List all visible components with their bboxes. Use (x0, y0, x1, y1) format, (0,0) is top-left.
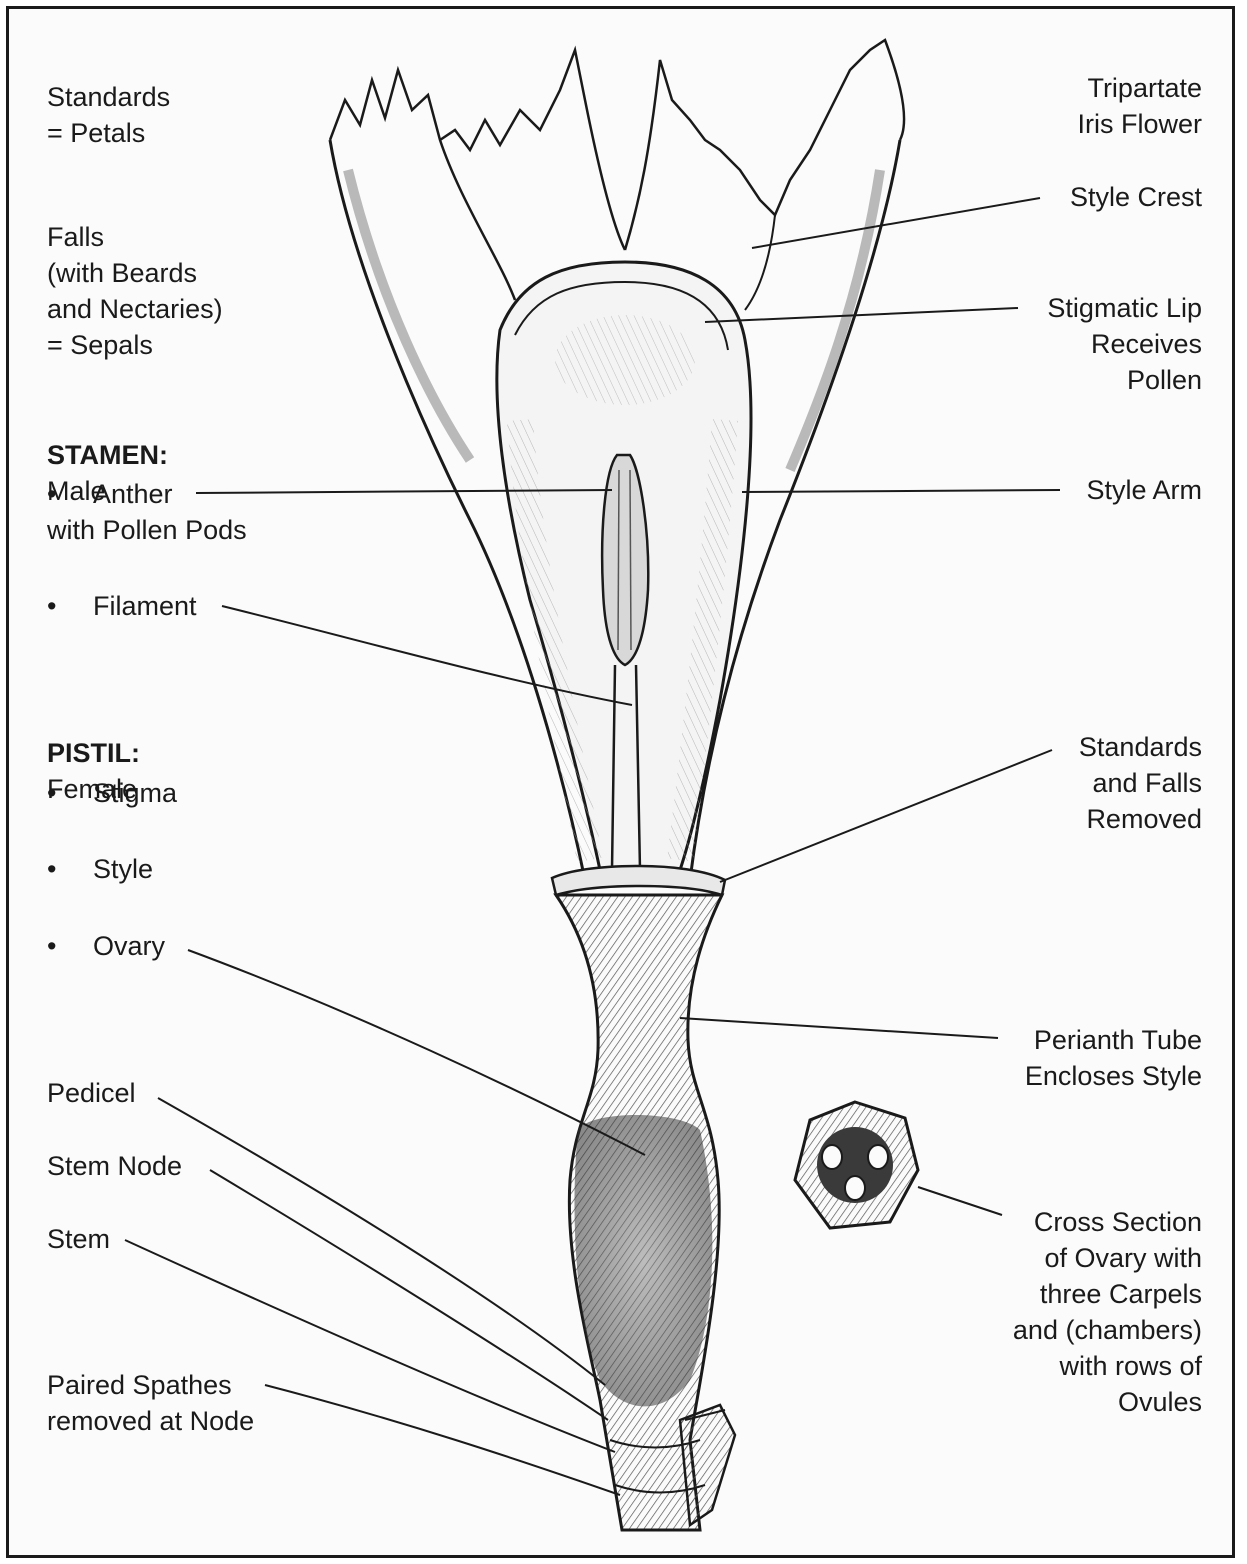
leader-paired-spathes (265, 1385, 620, 1495)
leader-stigmatic-lip (705, 308, 1018, 322)
perianth-rim (552, 866, 725, 895)
label-filament: Filament (93, 588, 197, 624)
stamen-heading: STAMEN: (47, 440, 168, 470)
leader-standards-falls-removed (720, 750, 1052, 882)
leader-stem-node (210, 1170, 608, 1420)
label-pedicel: Pedicel (47, 1075, 136, 1111)
label-falls: Falls (with Beards and Nectaries) = Sepa… (47, 219, 223, 363)
label-stigmatic-lip: Stigmatic Lip Receives Pollen (1047, 290, 1202, 398)
leader-style-arm (742, 490, 1060, 492)
label-perianth-tube: Perianth Tube Encloses Style (1025, 1022, 1202, 1094)
label-anther: Anther (93, 476, 173, 512)
label-standards-falls-removed: Standards and Falls Removed (1079, 729, 1202, 837)
label-stigma: Stigma (93, 775, 177, 811)
label-cross-section: Cross Section of Ovary with three Carpel… (1013, 1204, 1202, 1420)
label-style-arm: Style Arm (1086, 472, 1202, 508)
ovary-cross-section (795, 1102, 918, 1228)
label-tripartate: Tripartate Iris Flower (1077, 70, 1202, 142)
leader-cross-section (918, 1187, 1002, 1215)
label-paired-spathes: Paired Spathes removed at Node (47, 1367, 254, 1439)
label-stem: Stem (47, 1221, 110, 1257)
leader-perianth-tube (680, 1018, 998, 1038)
leader-style-crest (752, 198, 1040, 248)
label-ovary: Ovary (93, 928, 165, 964)
leader-pedicel (158, 1098, 605, 1385)
leader-ovary (188, 950, 645, 1155)
label-standards: Standards = Petals (47, 79, 170, 151)
label-style-crest: Style Crest (1070, 179, 1202, 215)
label-anther-note: with Pollen Pods (47, 512, 247, 548)
label-stem-node: Stem Node (47, 1148, 182, 1184)
pistil-heading: PISTIL: (47, 738, 140, 768)
label-style: Style (93, 851, 153, 887)
